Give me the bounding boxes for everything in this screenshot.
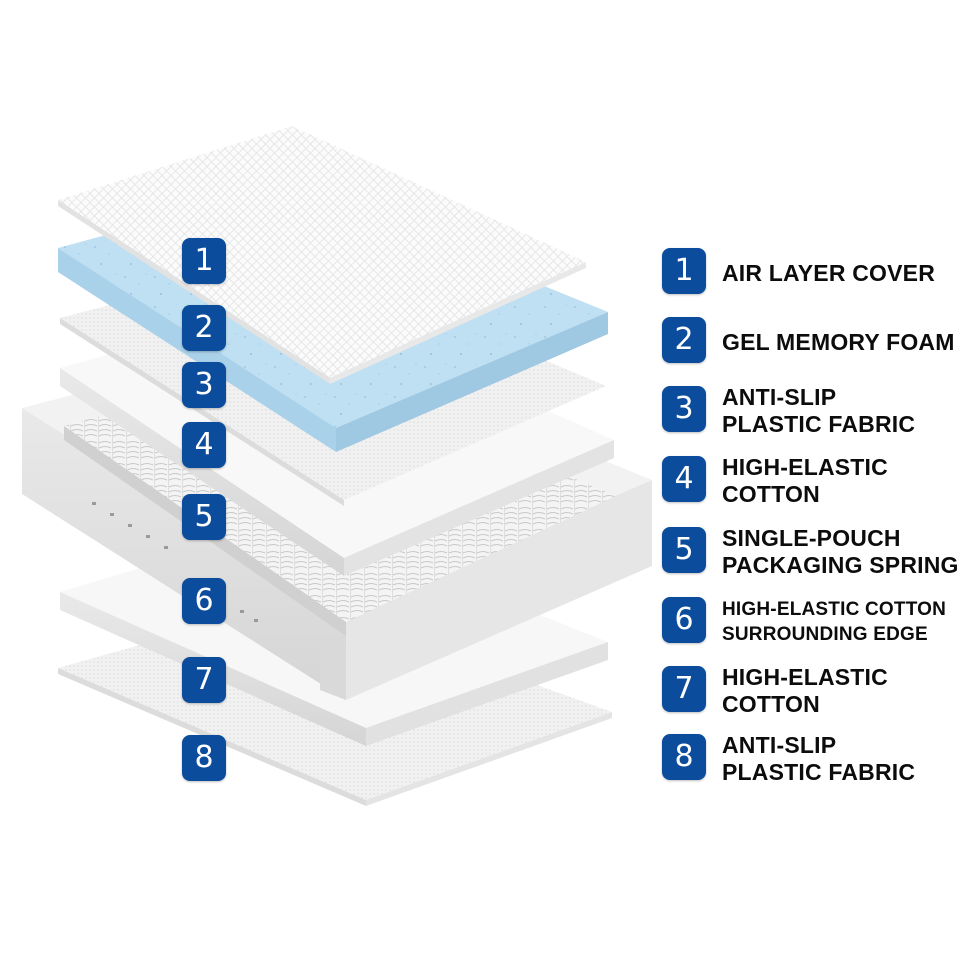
legend-label-line: HIGH-ELASTIC bbox=[722, 664, 888, 690]
legend-label-5: SINGLE-POUCH PACKAGING SPRING bbox=[722, 525, 960, 578]
diagram-badge-5: 5 bbox=[182, 494, 226, 540]
legend-label-line: ANTI-SLIP bbox=[722, 732, 837, 758]
legend-label-line: SINGLE-POUCH bbox=[722, 525, 901, 551]
legend-label-4: HIGH-ELASTIC COTTON bbox=[722, 454, 960, 507]
diagram-badge-2: 2 bbox=[182, 305, 226, 351]
legend-badge-6: 6 bbox=[662, 597, 706, 643]
legend-label-line: ANTI-SLIP bbox=[722, 384, 837, 410]
legend-badge-8: 8 bbox=[662, 734, 706, 780]
legend-label-7: HIGH-ELASTIC COTTON bbox=[722, 664, 960, 717]
diagram-badge-4: 4 bbox=[182, 422, 226, 468]
legend-badge-5: 5 bbox=[662, 527, 706, 573]
legend-label-line: GEL MEMORY FOAM bbox=[722, 328, 955, 355]
legend-badge-4: 4 bbox=[662, 456, 706, 502]
diagram-badge-8: 8 bbox=[182, 735, 226, 781]
layer-1-air-layer-cover bbox=[58, 126, 586, 384]
legend-label-line: PLASTIC FABRIC bbox=[722, 759, 916, 785]
diagram-badge-6: 6 bbox=[182, 578, 226, 624]
legend-badge-3: 3 bbox=[662, 386, 706, 432]
diagram-badge-7: 7 bbox=[182, 657, 226, 703]
legend-label-line: COTTON bbox=[722, 691, 820, 717]
legend-label-6: HIGH-ELASTIC COTTON SURROUNDING EDGE bbox=[722, 597, 960, 647]
legend-label-line: HIGH-ELASTIC bbox=[722, 454, 888, 480]
legend-label-3: ANTI-SLIP PLASTIC FABRIC bbox=[722, 384, 960, 437]
legend-label-line: PLASTIC FABRIC bbox=[722, 411, 916, 437]
legend-label-line: SURROUNDING EDGE bbox=[722, 624, 928, 645]
legend-badge-1: 1 bbox=[662, 248, 706, 294]
diagram-badge-1: 1 bbox=[182, 238, 226, 284]
legend-label-line: AIR LAYER COVER bbox=[722, 259, 936, 286]
legend-label-line: PACKAGING SPRING bbox=[722, 552, 959, 578]
edge-stitch-marks bbox=[92, 502, 258, 622]
legend-label-line: COTTON bbox=[722, 481, 820, 507]
legend-label-2: GEL MEMORY FOAM bbox=[722, 317, 960, 367]
legend-label-8: ANTI-SLIP PLASTIC FABRIC bbox=[722, 732, 960, 785]
legend-badge-2: 2 bbox=[662, 317, 706, 363]
legend-badge-7: 7 bbox=[662, 666, 706, 712]
legend-label-line: HIGH-ELASTIC COTTON bbox=[722, 599, 947, 620]
legend-label-1: AIR LAYER COVER bbox=[722, 248, 960, 298]
diagram-badge-3: 3 bbox=[182, 362, 226, 408]
